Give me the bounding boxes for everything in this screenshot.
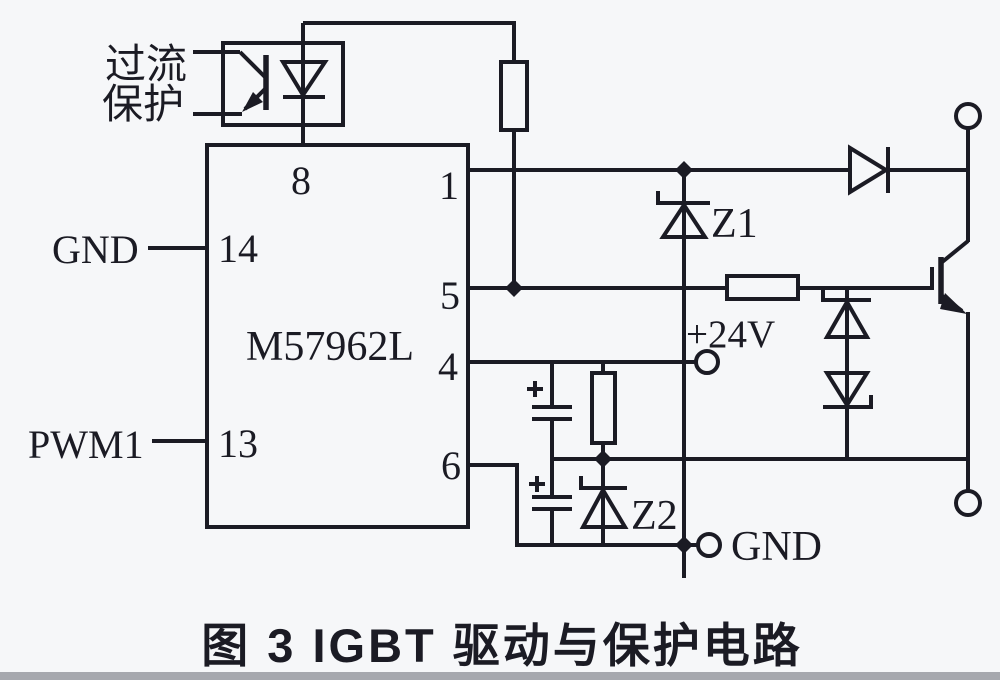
resistor-gate-body	[725, 274, 800, 301]
top-rail-wire	[303, 21, 516, 62]
resistor-supply	[590, 371, 617, 445]
gnd-terminal	[696, 532, 722, 558]
junction-dots	[505, 161, 693, 554]
z1-cathode-bar	[656, 191, 710, 205]
optocoupler	[193, 41, 345, 127]
pin6-label: 6	[441, 443, 461, 488]
resistor-r1	[499, 60, 529, 132]
opto-collector-diag	[238, 50, 268, 80]
z1-triangle-icon	[659, 201, 709, 239]
clamp-top-cathode-bar	[821, 289, 871, 302]
figure-caption: 图 3 IGBT 驱动与保护电路	[201, 619, 803, 672]
blocking-diode	[848, 144, 890, 196]
pin4-label: 4	[438, 344, 458, 389]
clamp-top-triangle-icon	[823, 297, 871, 339]
net-labels: 过流 保护 GND PWM1 Z1 Z2 +24V GND	[28, 41, 822, 570]
overcurrent-label-line2: 保护	[102, 81, 184, 127]
junction-emitter-node	[594, 450, 612, 468]
collector-terminal	[954, 102, 982, 130]
zener-z1	[656, 191, 710, 239]
z2-cathode-bar	[579, 476, 627, 490]
clamp-bottom-triangle-icon	[823, 371, 871, 409]
diode-triangle-icon	[848, 144, 890, 196]
junction-pin1-z1	[675, 161, 693, 179]
igbt	[938, 239, 970, 314]
wires	[148, 21, 970, 578]
zener2-label: Z2	[631, 493, 678, 539]
gate-wire	[798, 267, 934, 290]
bottom-edge-bar	[0, 672, 1000, 680]
clamp-bottom-cathode-bar	[823, 395, 873, 409]
supply-terminal	[694, 349, 720, 375]
resistor-supply-body	[590, 371, 617, 445]
pin1-label: 1	[439, 163, 459, 208]
zener-z2	[579, 476, 629, 529]
overcurrent-label-line1: 过流	[105, 41, 187, 87]
supply-label: +24V	[686, 313, 775, 356]
pin6-gnd-rail-wire	[468, 463, 698, 547]
pin13-label: 13	[218, 421, 258, 466]
emitter-terminal	[954, 489, 982, 517]
resistor-r1-body	[499, 60, 529, 132]
opto-emitter-arrow-icon	[242, 92, 263, 112]
pin8-label: 8	[291, 158, 311, 203]
z2-triangle-icon	[579, 485, 629, 529]
capacitor-lower	[529, 476, 572, 511]
igbt-emitter-arrow-icon	[940, 293, 967, 314]
junction-gnd-node	[675, 536, 693, 554]
igbt-collector-diag	[939, 239, 970, 265]
pwm-input-label: PWM1	[28, 422, 144, 467]
zener1-label: Z1	[711, 201, 758, 247]
terminals	[694, 102, 982, 558]
capacitor-upper	[527, 381, 572, 421]
gnd-terminal-label: GND	[731, 524, 822, 570]
opto-led-triangle-icon	[279, 60, 329, 99]
gate-clamp-zeners	[821, 289, 873, 409]
junction-pin5-r1	[505, 279, 523, 297]
ic-m57962l: M57962L 8 1 14 5 4 13 6	[205, 143, 470, 529]
ic-name-label: M57962L	[246, 324, 414, 370]
pin5-label: 5	[440, 273, 460, 318]
resistor-gate	[725, 274, 800, 301]
gnd-input-label: GND	[52, 227, 139, 272]
optocoupler-outline	[221, 41, 345, 127]
pin14-label: 14	[218, 226, 258, 271]
ic-outline	[205, 143, 470, 529]
